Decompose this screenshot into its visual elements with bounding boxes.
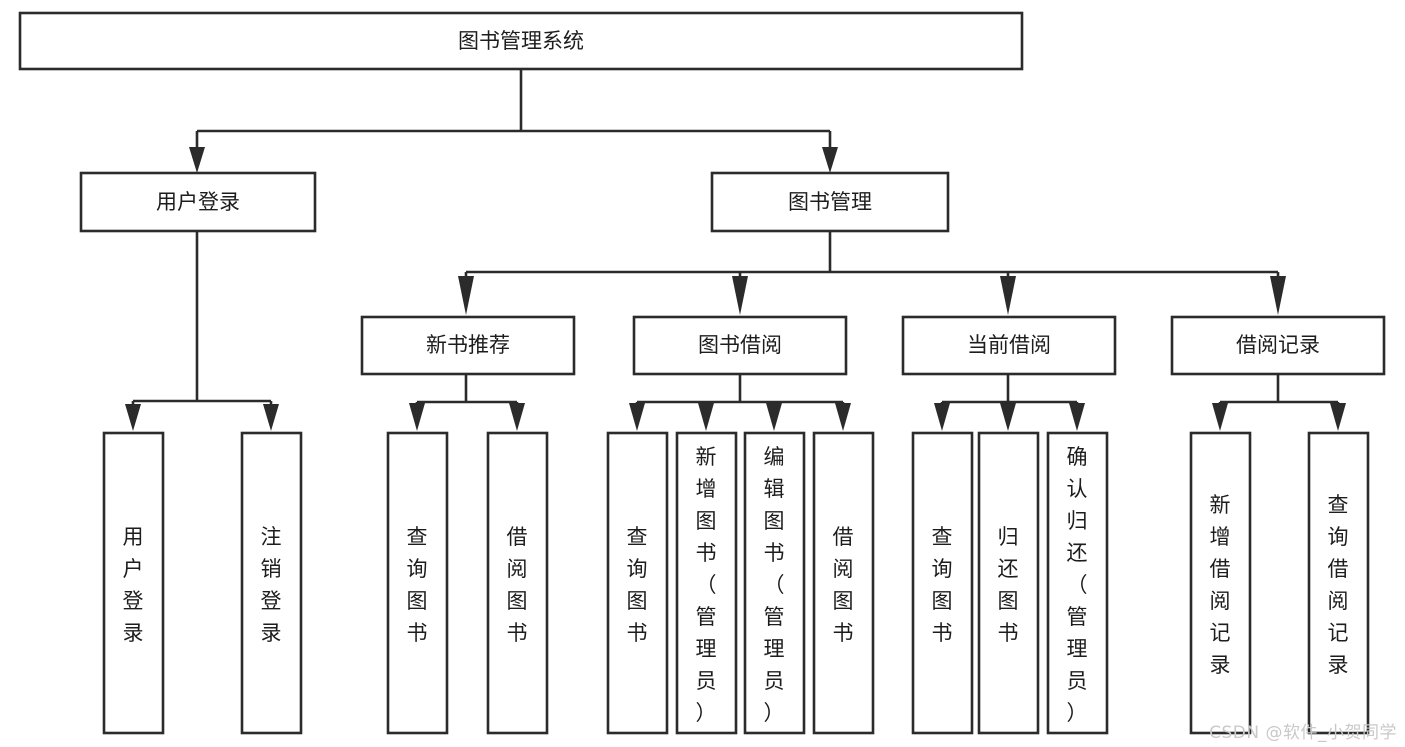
node-current-borrow-label: 当前借阅 xyxy=(967,333,1051,357)
node-book-borrow-box[interactable] xyxy=(632,315,848,376)
arrow-leaf-return-book xyxy=(1000,403,1016,431)
node-book-borrow-label: 图书借阅 xyxy=(698,333,782,357)
node-new-book-recommend[interactable]: 新书推荐 xyxy=(360,315,576,376)
leaf-add-record-label: 新增借阅记录 xyxy=(1210,493,1231,677)
leaf-logout-label: 注销登录 xyxy=(261,525,282,645)
node-root-label: 图书管理系统 xyxy=(458,29,584,53)
leaf-edit-book-label: 编辑图书（管理员） xyxy=(764,445,785,725)
leaf-query-book-3[interactable]: 查询图书 xyxy=(911,431,974,735)
leaf-return-book-box[interactable] xyxy=(977,431,1040,735)
leaf-borrow-book-2[interactable]: 借阅图书 xyxy=(812,431,875,735)
leaf-borrow-book-1-box[interactable] xyxy=(486,431,549,735)
leaf-query-book-1-label: 查询图书 xyxy=(407,525,428,645)
node-book-manage-label: 图书管理 xyxy=(788,190,872,214)
leaf-user-login-box[interactable] xyxy=(102,431,165,735)
arrow-leaf-edit-book xyxy=(766,403,782,431)
leaf-query-record[interactable]: 查询借阅记录 xyxy=(1307,431,1370,735)
leaf-query-book-1[interactable]: 查询图书 xyxy=(386,431,449,735)
leaf-query-book-2-box[interactable] xyxy=(606,431,669,735)
arrow-leaf-add-record xyxy=(1212,403,1228,431)
leaf-add-record-box[interactable] xyxy=(1189,431,1252,735)
node-user-login-label: 用户登录 xyxy=(156,190,240,214)
arrow-to-borrow-record xyxy=(1270,276,1286,315)
leaf-confirm-return-box[interactable] xyxy=(1046,431,1109,735)
arrow-to-current-borrow xyxy=(1000,276,1016,315)
leaf-edit-book[interactable]: 编辑图书（管理员） xyxy=(743,431,806,735)
arrow-to-user-login xyxy=(189,147,205,173)
node-book-manage-box[interactable] xyxy=(710,171,950,233)
node-book-manage[interactable]: 图书管理 xyxy=(710,171,950,233)
arrow-to-new-book-recommend xyxy=(458,276,474,315)
leaf-add-book[interactable]: 新增图书（管理员） xyxy=(675,431,738,735)
leaf-edit-book-box[interactable] xyxy=(743,431,806,735)
node-root[interactable]: 图书管理系统 xyxy=(18,11,1024,71)
node-new-book-recommend-box[interactable] xyxy=(360,315,576,376)
leaf-add-record[interactable]: 新增借阅记录 xyxy=(1189,431,1252,735)
leaf-query-book-2-label: 查询图书 xyxy=(627,525,648,645)
arrow-leaf-query-book-2 xyxy=(629,403,645,431)
arrow-leaf-logout xyxy=(263,404,279,431)
node-root-box[interactable] xyxy=(18,11,1024,71)
arrow-leaf-user-login xyxy=(125,404,141,431)
leaf-borrow-book-1[interactable]: 借阅图书 xyxy=(486,431,549,735)
node-borrow-record[interactable]: 借阅记录 xyxy=(1170,315,1386,376)
node-borrow-record-box[interactable] xyxy=(1170,315,1386,376)
node-borrow-record-label: 借阅记录 xyxy=(1236,333,1320,357)
arrow-leaf-query-book-3 xyxy=(934,403,950,431)
arrow-leaf-query-record xyxy=(1330,403,1346,431)
leaf-query-book-2[interactable]: 查询图书 xyxy=(606,431,669,735)
leaf-user-login[interactable]: 用户登录 xyxy=(102,431,165,735)
leaf-borrow-book-2-label: 借阅图书 xyxy=(833,525,854,645)
leaf-logout[interactable]: 注销登录 xyxy=(240,431,303,735)
node-current-borrow[interactable]: 当前借阅 xyxy=(901,315,1117,376)
leaf-query-record-label: 查询借阅记录 xyxy=(1328,493,1349,677)
leaf-borrow-book-2-box[interactable] xyxy=(812,431,875,735)
arrow-leaf-borrow-book-2 xyxy=(835,403,851,431)
leaf-logout-box[interactable] xyxy=(240,431,303,735)
leaf-user-login-label: 用户登录 xyxy=(123,525,144,645)
node-book-borrow[interactable]: 图书借阅 xyxy=(632,315,848,376)
node-current-borrow-box[interactable] xyxy=(901,315,1117,376)
leaf-confirm-return[interactable]: 确认归还（管理员） xyxy=(1046,431,1109,735)
leaf-borrow-book-1-label: 借阅图书 xyxy=(507,525,528,645)
node-new-book-recommend-label: 新书推荐 xyxy=(426,333,510,357)
connector-layer xyxy=(125,69,1346,431)
arrow-leaf-add-book xyxy=(698,403,714,431)
leaf-return-book-label: 归还图书 xyxy=(998,525,1019,645)
arrow-to-book-borrow xyxy=(732,276,748,315)
arrow-leaf-query-book-1 xyxy=(409,403,425,431)
leaf-query-record-box[interactable] xyxy=(1307,431,1370,735)
leaf-query-book-1-box[interactable] xyxy=(386,431,449,735)
arrow-leaf-borrow-book-1 xyxy=(509,403,525,431)
leaf-add-book-box[interactable] xyxy=(675,431,738,735)
leaf-return-book[interactable]: 归还图书 xyxy=(977,431,1040,735)
arrow-leaf-confirm-return xyxy=(1069,403,1085,431)
node-user-login-box[interactable] xyxy=(79,171,317,233)
leaf-confirm-return-label: 确认归还（管理员） xyxy=(1067,445,1088,725)
arrow-to-book-manage xyxy=(822,147,838,173)
node-user-login[interactable]: 用户登录 xyxy=(79,171,317,233)
leaf-query-book-3-label: 查询图书 xyxy=(932,525,953,645)
leaf-add-book-label: 新增图书（管理员） xyxy=(696,445,717,725)
leaf-query-book-3-box[interactable] xyxy=(911,431,974,735)
